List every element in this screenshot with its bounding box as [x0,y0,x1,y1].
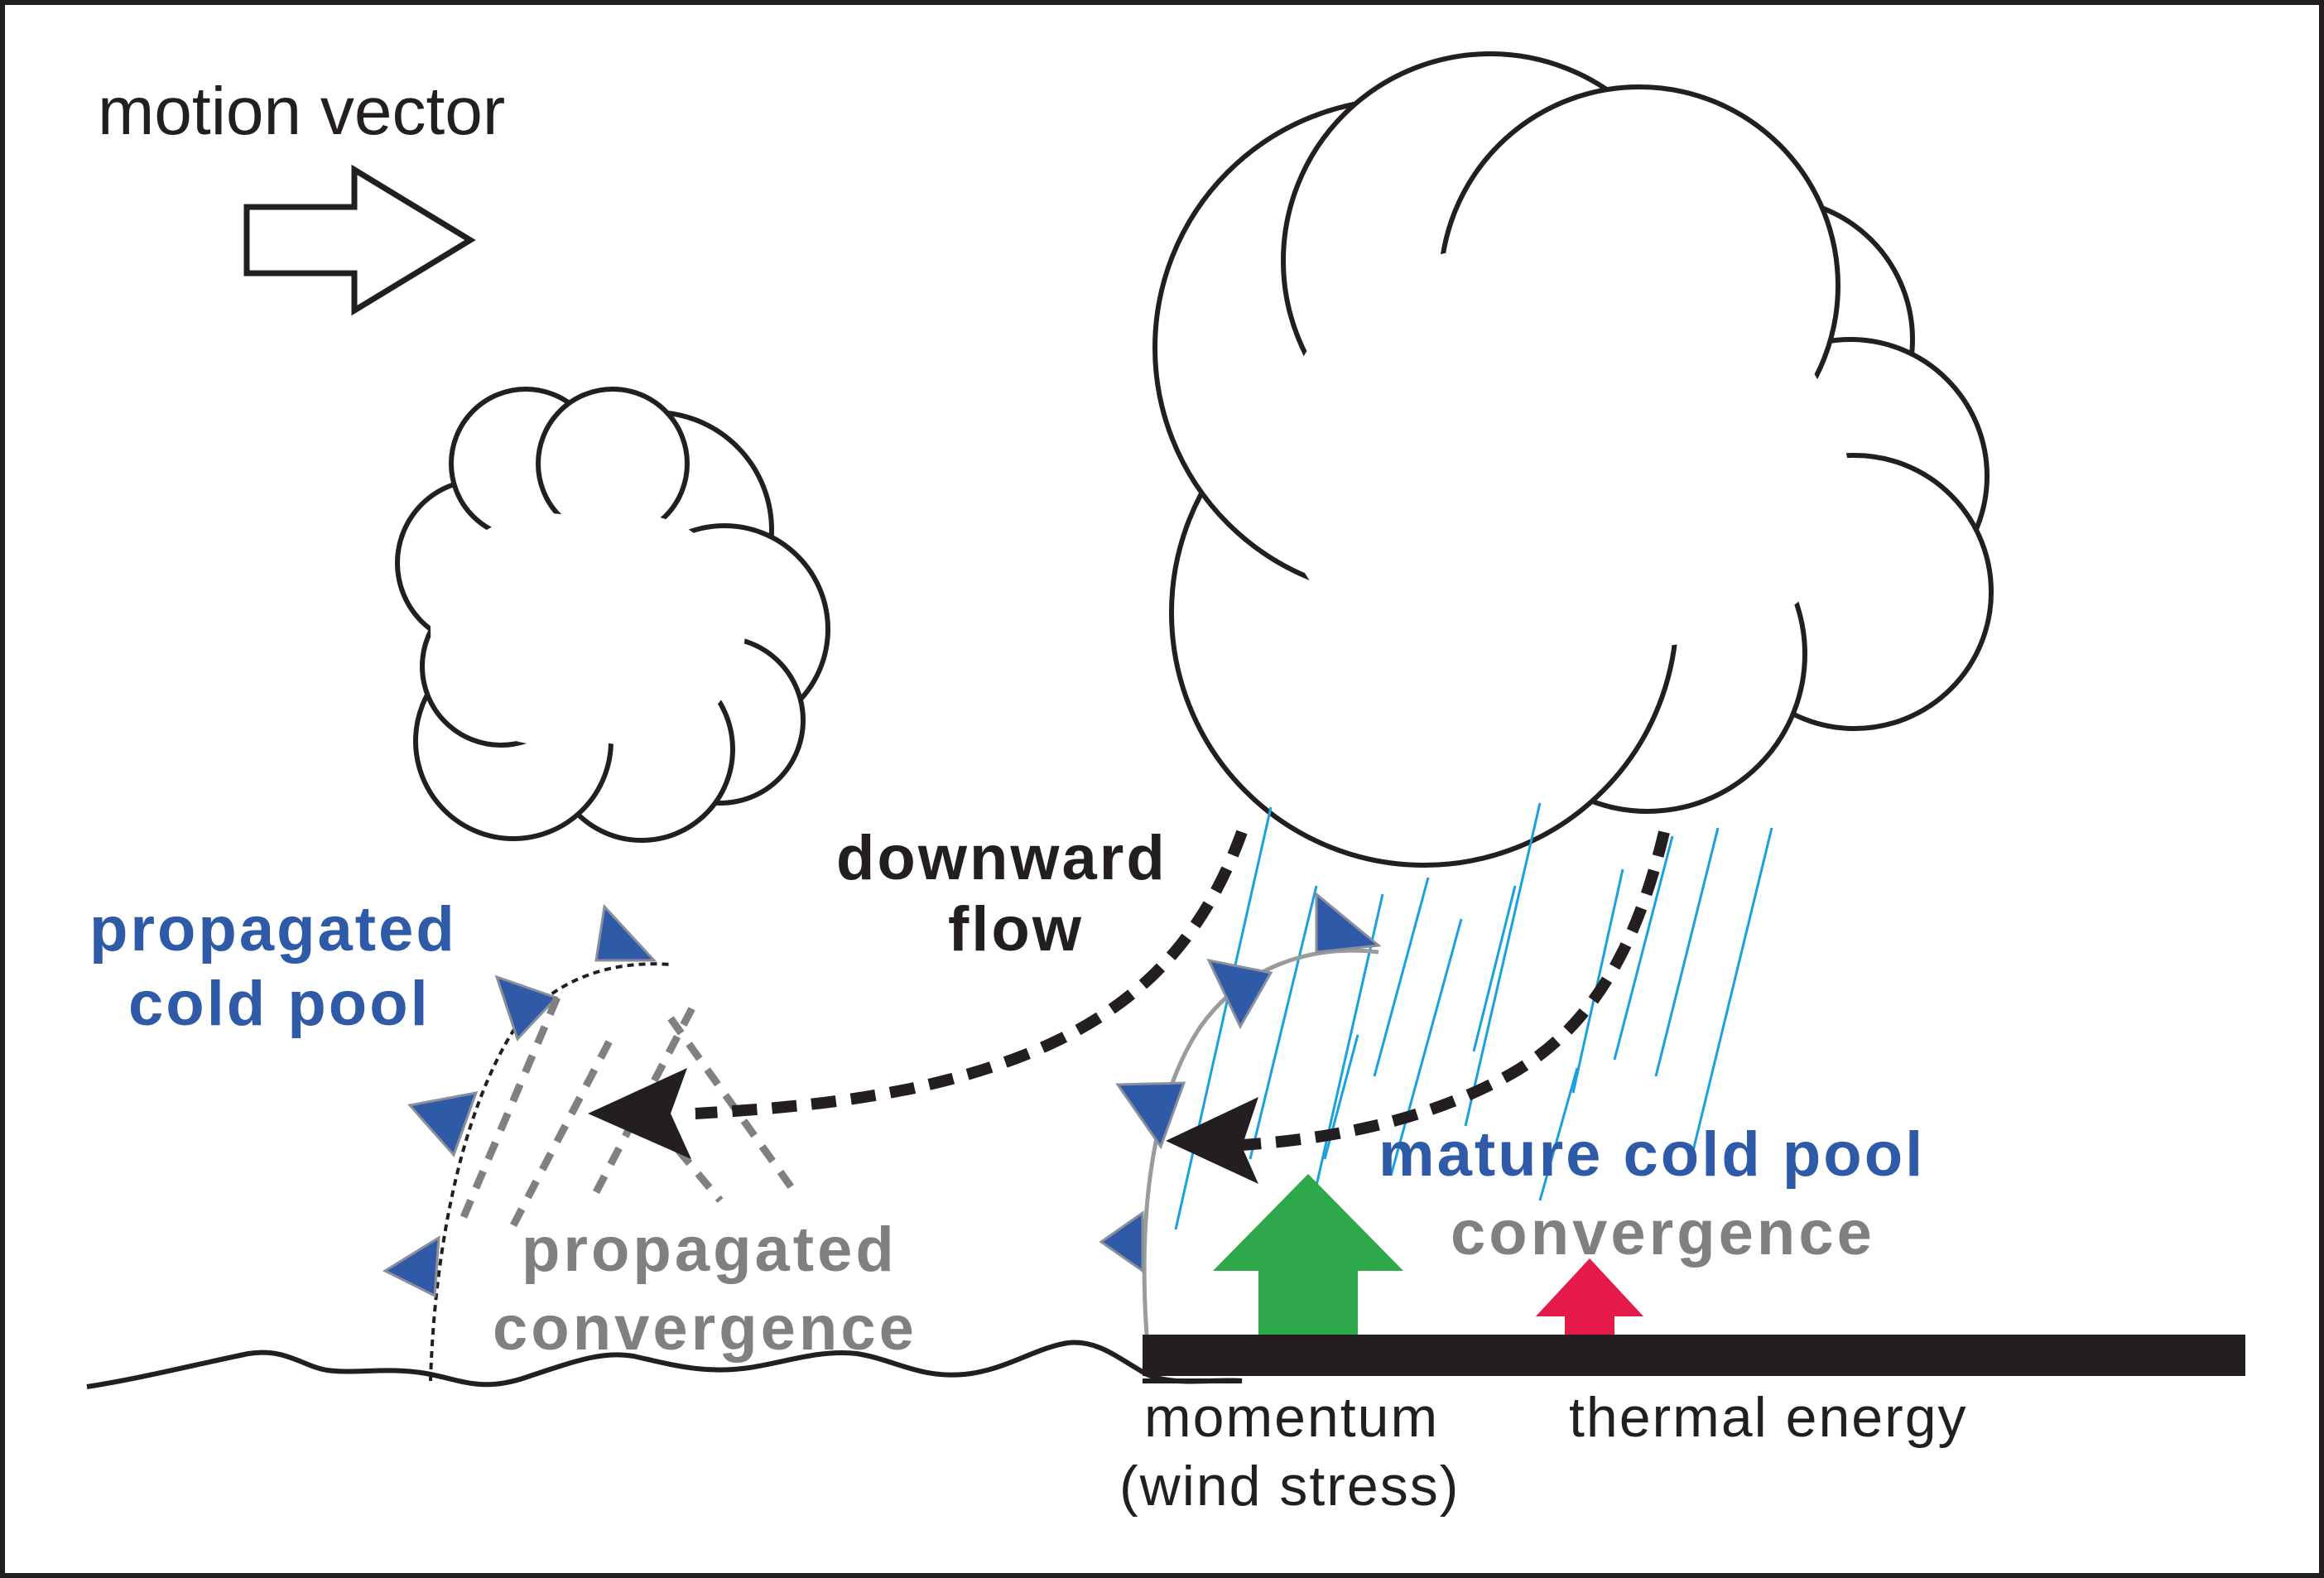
downward-flow-arrowhead-left-icon [588,1068,691,1159]
momentum-label-line1: momentum [1144,1386,1439,1449]
thermal-energy-arrow-icon [1536,1258,1643,1335]
ground-line [86,1340,1243,1389]
propagated-convergence-label-line1: propagated [522,1215,897,1285]
mature-convergence-label: convergence [1451,1198,1875,1268]
propagated-front-triangles [382,903,657,1298]
mature-front-triangles [1099,891,1382,1273]
large-cloud-icon [1152,51,1994,868]
downward-flow-arrows [695,830,1670,1152]
small-cloud-icon [395,387,830,843]
mature-cold-pool-label: mature cold pool [1379,1119,1925,1190]
downward-flow-label-line2: flow [948,894,1084,965]
motion-vector-label: motion vector [98,74,505,149]
propagated-gust-front [429,962,671,1382]
surface-flux-bar [1143,1335,2245,1376]
motion-vector-arrow-icon [243,164,476,316]
propagated-convergence-label-line2: convergence [493,1293,917,1364]
momentum-label-line2: (wind stress) [1119,1455,1460,1518]
propagated-cold-pool-label-line2: cold pool [128,969,431,1039]
mature-gust-front [1142,948,1379,1335]
momentum-arrow-icon [1213,1174,1403,1335]
propagated-cold-pool-label-line1: propagated [89,894,457,965]
thermal-energy-label: thermal energy [1569,1386,1968,1449]
downward-flow-arrowhead-right-icon [1166,1097,1258,1184]
downward-flow-label-line1: downward [836,823,1167,893]
